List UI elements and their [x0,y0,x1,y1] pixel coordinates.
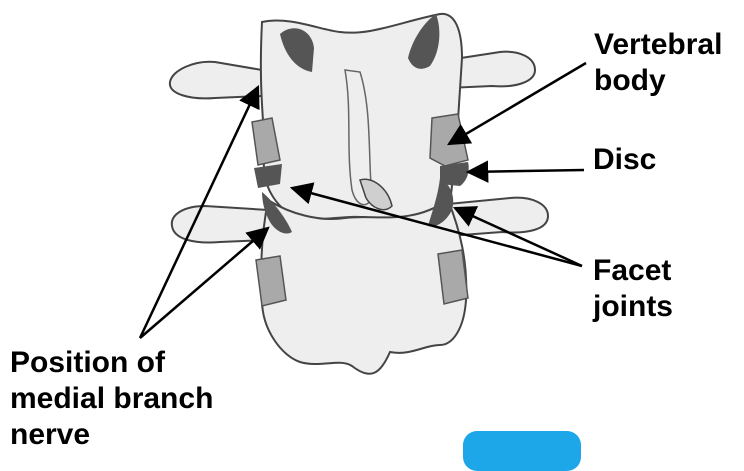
blue-button[interactable] [463,431,581,471]
disc-label-text: Disc [593,142,656,178]
vertebral-body-right-upper [430,114,468,166]
facet-joints-label: Facet joints [593,253,673,325]
upper-vertebra [170,14,535,222]
lower-transverse-process-right [448,198,548,236]
arrow-disc [468,170,584,172]
facet-joints-label-line2: joints [593,289,673,325]
medial-branch-label-line1: Position of [10,345,213,381]
vertebral-body-label: Vertebral body [594,27,722,99]
medial-branch-label-line3: nerve [10,417,213,453]
vertebral-body-right-lower [438,250,468,304]
disc-label: Disc [593,142,656,178]
vertebral-body-label-line1: Vertebral [594,27,722,63]
vertebral-body-left-lower [256,256,286,306]
upper-transverse-process-left [170,62,262,99]
vertebral-body-label-line2: body [594,63,722,99]
medial-branch-label: Position of medial branch nerve [10,345,213,453]
arrow-medial-branch-lower [140,228,268,338]
disc-left [254,164,282,188]
facet-joints-label-line1: Facet [593,253,673,289]
medial-branch-label-line2: medial branch [10,381,213,417]
